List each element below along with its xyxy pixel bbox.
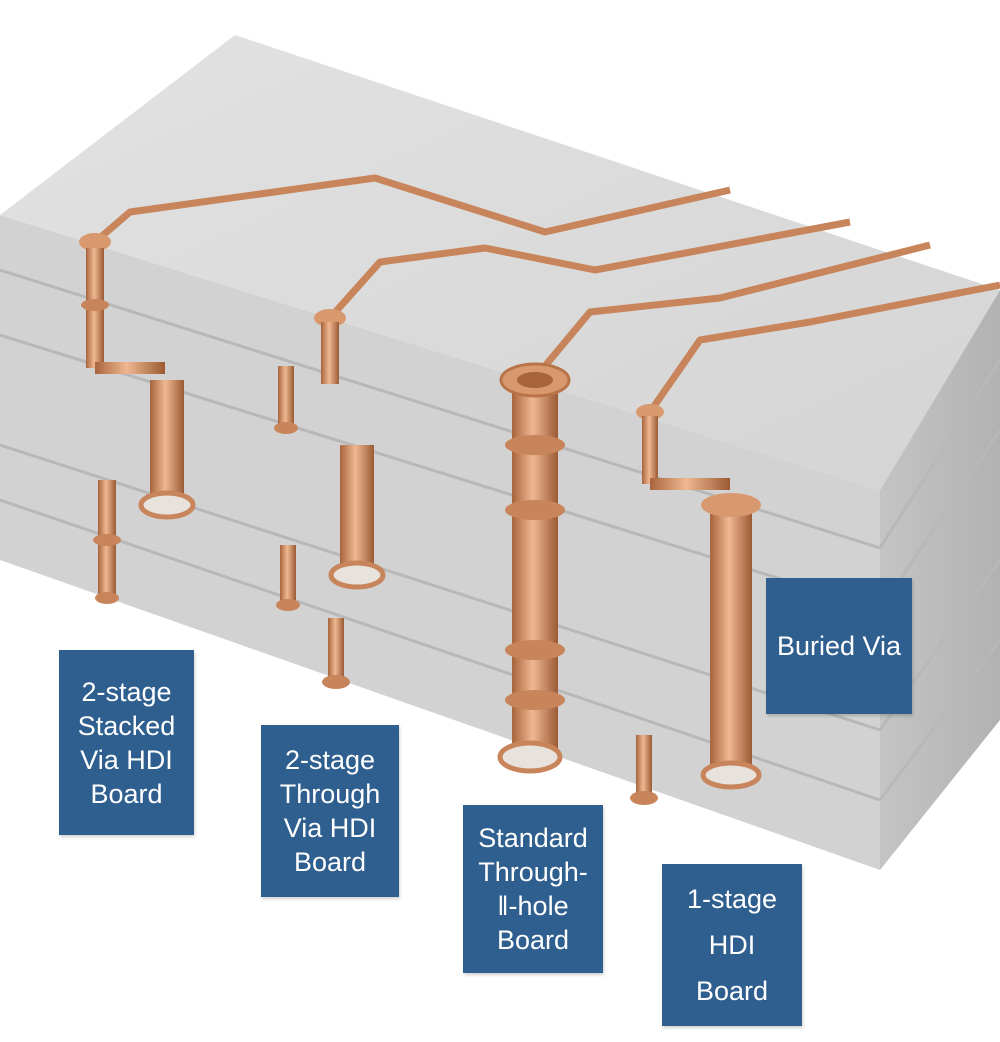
buried-via (630, 404, 762, 805)
via-hole (497, 740, 563, 774)
via-barrel (150, 380, 184, 508)
label-line: Standard (478, 823, 588, 853)
vias (79, 233, 762, 805)
through-via (274, 309, 386, 689)
via-ring (505, 435, 565, 455)
label-line: Through (279, 779, 381, 809)
label-line: HDI (708, 930, 756, 960)
trace-4 (647, 281, 1000, 414)
board-front-face (0, 215, 880, 870)
label-1-stage-hdi: 1-stage HDI Board (662, 864, 802, 1026)
label-lines: 2-stage Stacked Via HDI Board (78, 675, 176, 811)
label-line: Board (695, 976, 769, 1006)
label-line: 2-stage (81, 676, 172, 707)
label-line: Via HDI (80, 744, 173, 775)
label-lines: 1-stage HDI Board (687, 876, 777, 1014)
via-barrel (636, 735, 652, 799)
label-2-stage-stacked-via: 2-stage Stacked Via HDI Board (59, 650, 194, 835)
trace-2 (327, 218, 851, 321)
label-line: Stacked (77, 710, 176, 741)
label-line: Buried Via (776, 631, 902, 661)
label-line: Board (293, 847, 367, 877)
via-ring (505, 500, 565, 520)
via-hole (700, 760, 762, 790)
via-pad (274, 422, 298, 434)
via-barrel (321, 322, 339, 384)
trace-3 (532, 241, 931, 381)
label-lines: Standard Through- ‖-hole Board (478, 821, 588, 957)
via-pad (79, 233, 111, 251)
via-barrel (710, 505, 752, 775)
via-barrel (280, 545, 296, 607)
via-barrel (340, 445, 374, 573)
via-link (95, 362, 165, 374)
via-barrel (328, 618, 344, 682)
label-line: Through- (478, 857, 588, 887)
via-pad (701, 493, 761, 517)
label-line: 2-stage (284, 745, 376, 775)
via-pad (81, 299, 109, 311)
standard-through-hole (497, 362, 571, 774)
via-barrel (278, 366, 294, 430)
copper-traces (92, 174, 1000, 414)
board-top-face (0, 35, 1000, 490)
label-lines: 2-stage Through Via HDI Board (280, 743, 381, 879)
via-hole (328, 560, 386, 590)
via-ring (505, 690, 565, 710)
board-right-side (880, 290, 1000, 870)
via-pad (322, 675, 350, 689)
label-standard-through-hole: Standard Through- ‖-hole Board (463, 805, 603, 973)
via-hole (138, 490, 196, 520)
label-lines: Buried Via (777, 629, 901, 663)
stacked-via (79, 233, 196, 604)
label-line: Board (90, 778, 163, 809)
via-pad (93, 534, 121, 546)
label-line: Via HDI (283, 813, 377, 843)
via-ring (505, 640, 565, 660)
label-line: 1-stage (686, 884, 778, 914)
via-hole (517, 372, 553, 388)
label-line: Board (496, 925, 570, 955)
label-buried-via: Buried Via (766, 578, 912, 714)
label-line: ‖-hole (497, 891, 569, 921)
via-link (650, 478, 730, 490)
via-pad (95, 592, 119, 604)
via-pad (276, 599, 300, 611)
label-2-stage-through-via: 2-stage Through Via HDI Board (261, 725, 399, 897)
via-barrel (642, 416, 658, 484)
via-pad (630, 791, 658, 805)
trace-1 (92, 174, 731, 245)
